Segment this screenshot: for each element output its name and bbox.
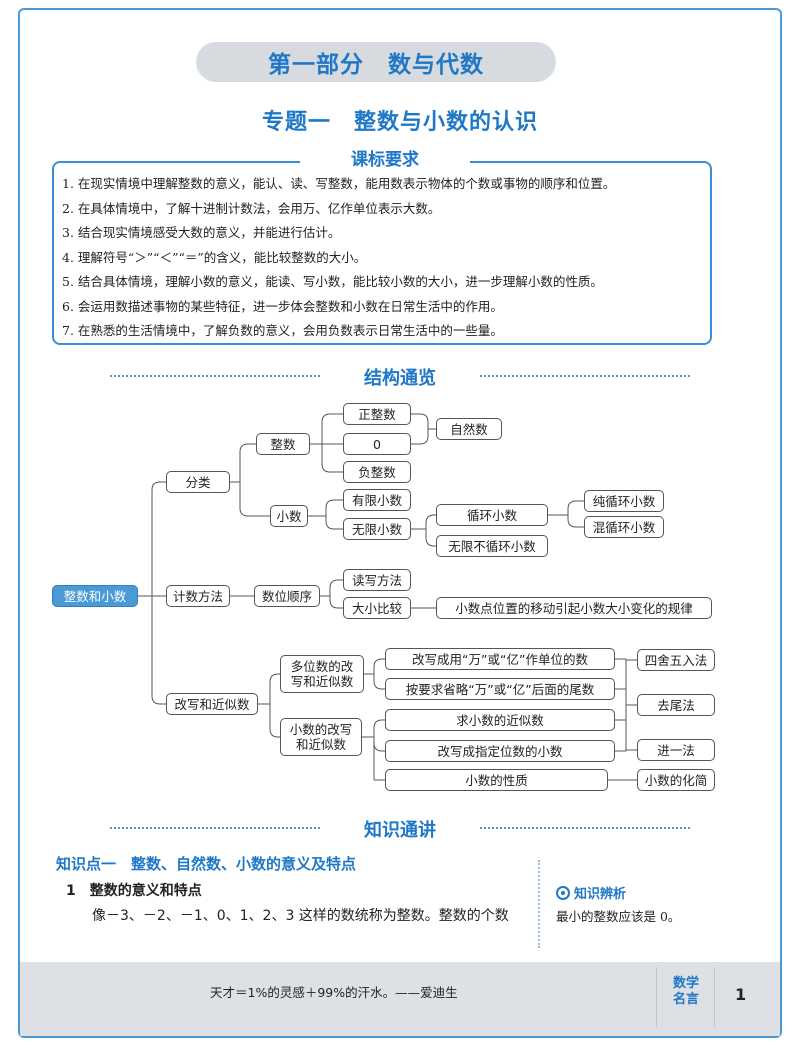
node-recurring: 循环小数: [436, 504, 548, 526]
requirement-item: 7. 在熟悉的生活情境中，了解负数的意义，会用负数表示日常生活中的一些量。: [62, 323, 503, 338]
footer-quote: 天才＝1%的灵感＋99%的汗水。——爱迪生: [210, 985, 458, 1000]
requirement-item: 1. 在现实情境中理解整数的意义，能认、读、写整数，能用数表示物体的个数或事物的…: [62, 176, 616, 191]
column-divider: [538, 860, 540, 948]
part-banner: 第一部分 数与代数: [196, 42, 556, 82]
page-number: 1: [735, 985, 747, 1004]
node-root: 整数和小数: [52, 585, 138, 607]
node-rewrite: 改写和近似数: [166, 693, 258, 715]
knowledge-body: 像－3、－2、－1、0、1、2、3 这样的数统称为整数。整数的个数: [92, 908, 509, 924]
requirements-header: 课标要求: [300, 148, 470, 172]
node-read-write: 读写方法: [343, 569, 411, 591]
side-note-label: 知识辨析: [574, 887, 627, 902]
node-counting: 计数方法: [166, 585, 230, 607]
knowledge-subtitle: 1 整数的意义和特点: [66, 883, 202, 899]
requirement-item: 3. 结合现实情境感受大数的意义，并能进行估计。: [62, 225, 341, 240]
node-integer: 整数: [256, 433, 310, 455]
node-infinite: 无限小数: [343, 518, 411, 540]
knowledge-point-title: 知识点一 整数、自然数、小数的意义及特点: [56, 855, 357, 873]
node-simplify: 小数的化简: [637, 769, 715, 791]
knowledge-divider: 知识通讲: [110, 816, 690, 841]
side-note-text: 最小的整数应该是 0。: [556, 909, 681, 924]
node-point-move: 小数点位置的移动引起小数大小变化的规律: [436, 597, 712, 619]
node-compare: 大小比较: [343, 597, 411, 619]
node-omit-tail: 按要求省略“万”或“亿”后面的尾数: [385, 678, 615, 700]
requirement-item: 4. 理解符号“＞”“＜”“＝”的含义，能比较整数的大小。: [62, 249, 367, 265]
node-rewrite-unit: 改写成用“万”或“亿”作单位的数: [385, 648, 615, 670]
node-negative: 负整数: [343, 461, 411, 483]
footer-divider: [714, 967, 715, 1027]
requirement-item: 5. 结合具体情境，理解小数的意义，能读、写小数，能比较小数的大小，进一步理解小…: [62, 274, 603, 289]
structure-divider: 结构通览: [110, 364, 690, 389]
node-classify: 分类: [166, 471, 230, 493]
part-title: 第一部分 数与代数: [268, 52, 484, 78]
node-nonrecurring: 无限不循环小数: [436, 535, 548, 557]
footer-motto: 数学名言: [672, 976, 699, 1007]
structure-header: 结构通览: [364, 368, 436, 389]
discern-icon: [556, 885, 570, 900]
node-natural: 自然数: [436, 418, 502, 440]
page-border: [18, 8, 782, 1038]
node-round: 四舍五入法: [637, 649, 715, 671]
node-decimal-rewrite: 小数的改写和近似数: [280, 718, 362, 756]
node-truncate: 去尾法: [637, 694, 715, 716]
footer-band: [20, 962, 780, 1036]
node-place-order: 数位顺序: [254, 585, 320, 607]
node-mixed-recurring: 混循环小数: [584, 516, 664, 538]
node-decimal-property: 小数的性质: [385, 769, 608, 791]
node-positive: 正整数: [343, 403, 411, 425]
side-note-title: 知识辨析: [556, 883, 626, 902]
node-multi-digit: 多位数的改写和近似数: [280, 655, 364, 693]
node-pure-recurring: 纯循环小数: [584, 490, 664, 512]
node-finite: 有限小数: [343, 489, 411, 511]
requirement-item: 6. 会运用数描述事物的某些特征，进一步体会整数和小数在日常生活中的作用。: [62, 298, 503, 314]
requirements-list: 1. 在现实情境中理解整数的意义，能认、读、写整数，能用数表示物体的个数或事物的…: [62, 172, 702, 344]
node-zero: 0: [343, 433, 411, 455]
node-decimal-approx: 求小数的近似数: [385, 709, 615, 731]
footer-divider: [656, 967, 657, 1027]
requirement-item: 2. 在具体情境中，了解十进制计数法，会用万、亿作单位表示大数。: [62, 200, 441, 216]
node-decimal: 小数: [270, 505, 308, 527]
node-ceil: 进一法: [637, 739, 715, 761]
node-rewrite-digits: 改写成指定位数的小数: [385, 740, 615, 762]
knowledge-header: 知识通讲: [364, 820, 436, 841]
topic-title: 专题一 整数与小数的认识: [261, 110, 538, 135]
